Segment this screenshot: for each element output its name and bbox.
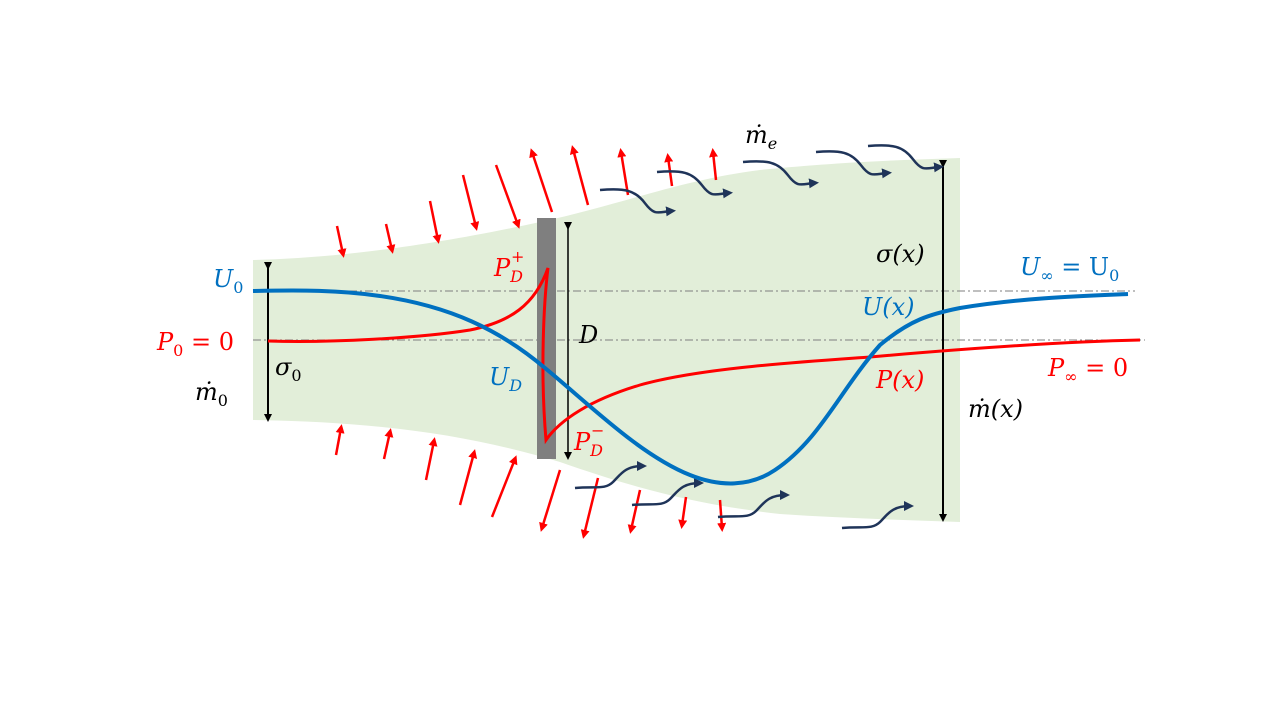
pressure-arrow (382, 428, 394, 460)
entrainment-arrow (656, 170, 733, 199)
pressure-arrow (461, 174, 480, 231)
pressure-arrow (617, 148, 630, 196)
label-U-inf: U∞ = U0 (1020, 253, 1119, 285)
label-P-inf: P∞ = 0 (1047, 354, 1128, 386)
pressure-arrow (717, 499, 727, 532)
pressure-curve (267, 267, 1141, 445)
entrainment-arrow (841, 501, 914, 530)
label-m0: ṁ0 (195, 378, 228, 410)
actuator-disk (537, 218, 556, 459)
pressure-arrow (678, 496, 688, 529)
entrainment-arrow (717, 490, 790, 519)
label-U0: U0 (213, 265, 243, 297)
pressure-arrow (458, 449, 478, 506)
entrainment-arrow (867, 144, 944, 173)
label-D: D (578, 321, 598, 349)
pressure-arrow (490, 455, 518, 518)
label-P-x: P(x) (875, 366, 924, 394)
entrainment-arrow (742, 160, 819, 189)
pressure-arrow (494, 164, 521, 229)
pressure-arrow (539, 469, 562, 532)
label-UD: UD (489, 363, 522, 395)
velocity-curve (252, 288, 1129, 486)
entrainment-arrows (574, 144, 944, 530)
label-m-x: ṁ(x) (968, 395, 1023, 423)
label-me: ṁe (745, 121, 777, 153)
label-PD-plus: PD+ (493, 247, 524, 286)
pressure-arrow (627, 489, 642, 534)
label-sigma-x: σ(x) (876, 240, 925, 268)
pressure-arrow (334, 424, 345, 456)
label-sigma0: σ0 (275, 353, 302, 385)
pressure-arrow (569, 145, 590, 206)
label-PD-minus: PD− (573, 421, 604, 460)
entrainment-arrow (631, 478, 704, 507)
entrainment-arrow (599, 188, 676, 217)
pressure-arrow (709, 148, 719, 181)
label-P0: P0 = 0 (156, 328, 234, 360)
pressure-arrow (428, 200, 442, 244)
label-U-x: U(x) (862, 293, 915, 321)
entrainment-arrow (574, 461, 647, 490)
pressure-arrow (384, 223, 396, 254)
pressure-arrow (424, 437, 438, 481)
pressure-arrow (529, 148, 554, 213)
entrainment-arrow (815, 150, 892, 179)
pressure-arrow (335, 225, 347, 258)
